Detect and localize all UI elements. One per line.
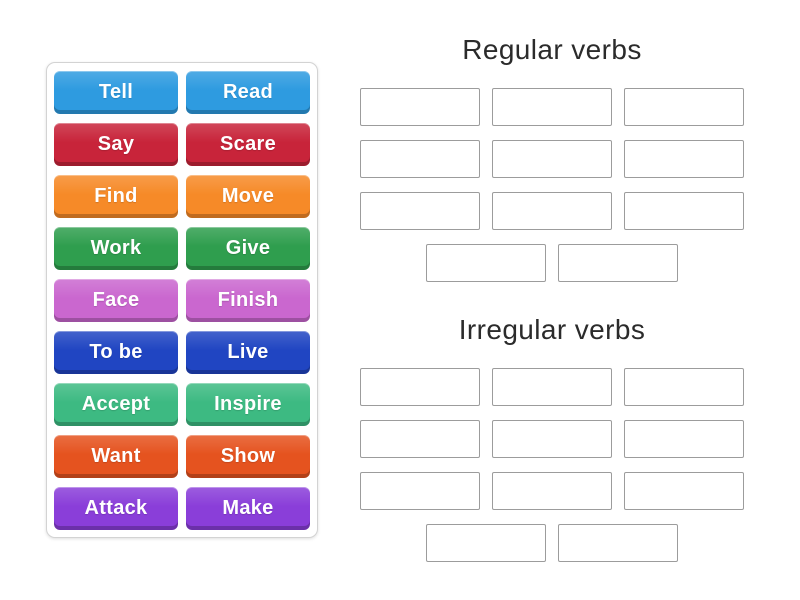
empty-drop-slot[interactable] (360, 140, 480, 178)
slot-row (360, 140, 744, 178)
group-title-regular-verbs: Regular verbs (462, 34, 642, 65)
word-tile-live[interactable]: Live (186, 331, 310, 374)
word-tile-move[interactable]: Move (186, 175, 310, 218)
word-tile-label: Move (221, 185, 275, 207)
word-tile-label: Work (90, 237, 142, 259)
empty-drop-slot[interactable] (558, 524, 678, 562)
word-tile-label: Live (227, 341, 269, 363)
group-zone-irregular-verbs: Irregular verbs (360, 310, 744, 562)
word-tile-read[interactable]: Read (186, 71, 310, 114)
word-tile-label: Attack (84, 497, 148, 519)
word-tile-label: Find (94, 185, 138, 207)
slot-grid-regular-verbs (360, 88, 744, 282)
word-tile-label: Read (222, 81, 274, 103)
word-tile-label: Say (97, 133, 135, 155)
empty-drop-slot[interactable] (624, 472, 744, 510)
word-tile-label: Give (225, 237, 271, 259)
slot-row (426, 244, 678, 282)
slot-grid-irregular-verbs (360, 368, 744, 562)
empty-drop-slot[interactable] (624, 140, 744, 178)
word-tile-label: Tell (98, 81, 134, 103)
word-tile-label: To be (89, 341, 143, 363)
word-tile-face[interactable]: Face (54, 279, 178, 322)
word-tile-to-be[interactable]: To be (54, 331, 178, 374)
word-tile-label: Inspire (214, 393, 282, 415)
word-tile-show[interactable]: Show (186, 435, 310, 478)
empty-drop-slot[interactable] (492, 420, 612, 458)
word-tile-label: Finish (217, 289, 279, 311)
slot-row (360, 420, 744, 458)
group-title-irregular-verbs: Irregular verbs (458, 314, 646, 345)
slot-row (426, 524, 678, 562)
word-tile-work[interactable]: Work (54, 227, 178, 270)
word-tile-label: Accept (81, 393, 151, 415)
word-tile-make[interactable]: Make (186, 487, 310, 530)
word-tile-tell[interactable]: Tell (54, 71, 178, 114)
group-zone-regular-verbs: Regular verbs (360, 30, 744, 282)
word-tile-label: Face (92, 289, 140, 311)
empty-drop-slot[interactable] (624, 88, 744, 126)
slot-row (360, 192, 744, 230)
word-tile-inspire[interactable]: Inspire (186, 383, 310, 426)
word-tile-finish[interactable]: Finish (186, 279, 310, 322)
empty-drop-slot[interactable] (360, 88, 480, 126)
slot-row (360, 88, 744, 126)
empty-drop-slot[interactable] (492, 192, 612, 230)
empty-drop-slot[interactable] (360, 192, 480, 230)
slot-row (360, 472, 744, 510)
word-tile-accept[interactable]: Accept (54, 383, 178, 426)
word-tile-label: Scare (220, 133, 276, 155)
slot-row (360, 368, 744, 406)
word-tile-attack[interactable]: Attack (54, 487, 178, 530)
empty-drop-slot[interactable] (492, 88, 612, 126)
empty-drop-slot[interactable] (492, 368, 612, 406)
empty-drop-slot[interactable] (360, 472, 480, 510)
empty-drop-slot[interactable] (624, 368, 744, 406)
word-tile-label: Make (222, 497, 274, 519)
empty-drop-slot[interactable] (492, 472, 612, 510)
word-tile-label: Show (220, 445, 276, 467)
word-tile-label: Want (91, 445, 141, 467)
word-tile-give[interactable]: Give (186, 227, 310, 270)
word-tile-find[interactable]: Find (54, 175, 178, 218)
empty-drop-slot[interactable] (624, 420, 744, 458)
empty-drop-slot[interactable] (426, 524, 546, 562)
empty-drop-slot[interactable] (426, 244, 546, 282)
empty-drop-slot[interactable] (360, 420, 480, 458)
word-tile-say[interactable]: Say (54, 123, 178, 166)
word-tile-scare[interactable]: Scare (186, 123, 310, 166)
empty-drop-slot[interactable] (492, 140, 612, 178)
empty-drop-slot[interactable] (360, 368, 480, 406)
empty-drop-slot[interactable] (558, 244, 678, 282)
word-tile-want[interactable]: Want (54, 435, 178, 478)
empty-drop-slot[interactable] (624, 192, 744, 230)
